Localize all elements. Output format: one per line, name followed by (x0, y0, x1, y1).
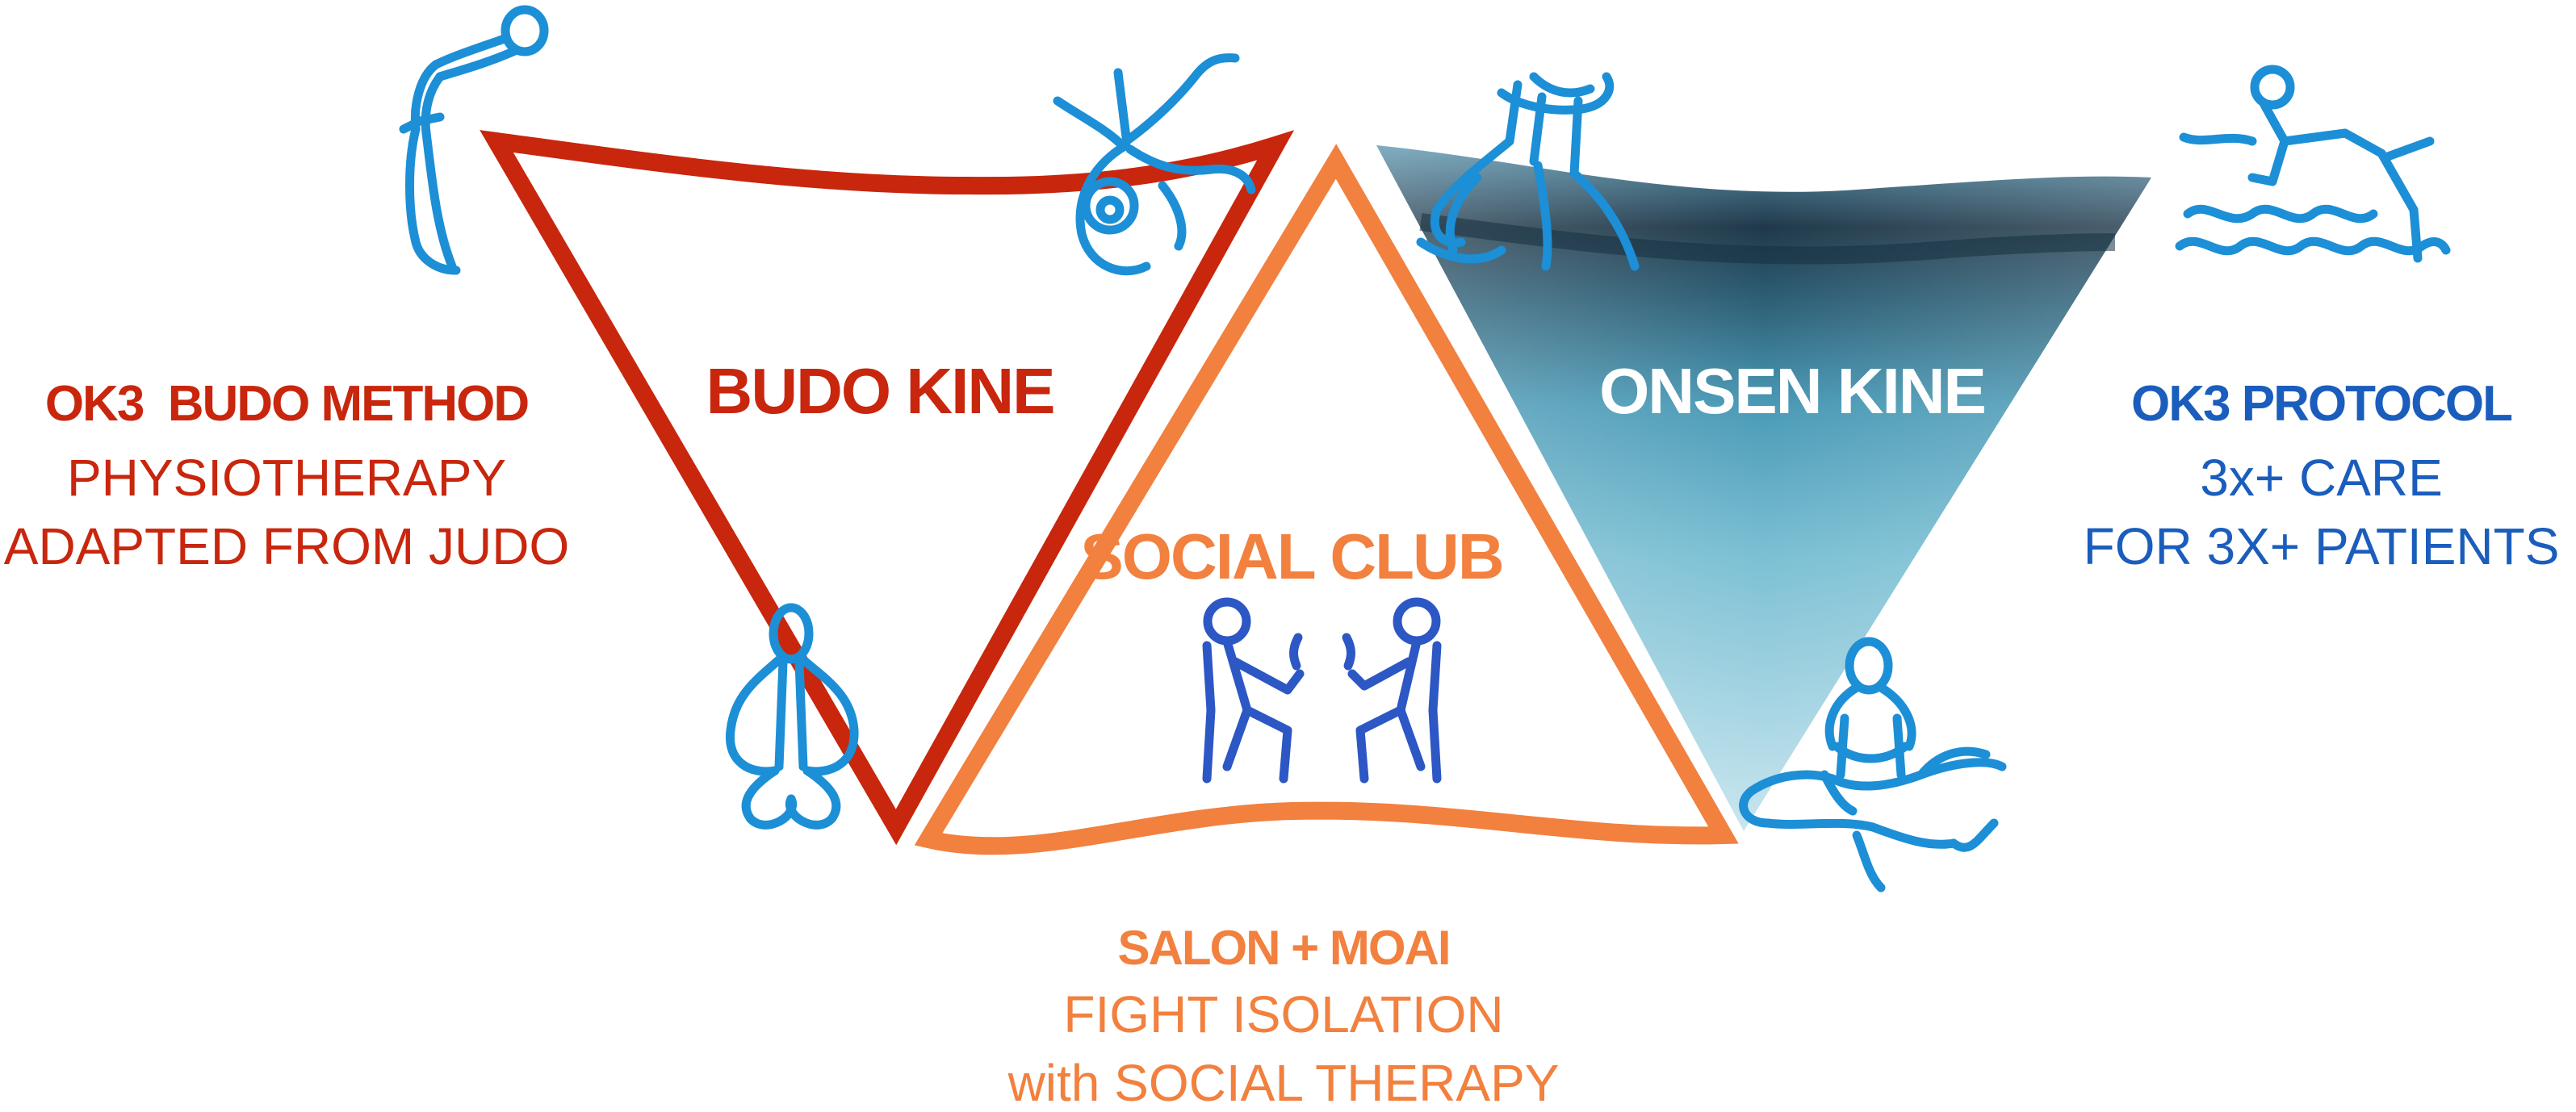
onsen-kine-label: ONSEN KINE (1566, 359, 2018, 424)
salon-moai-heading: SALON + MOAI (969, 924, 1598, 972)
onsen-triangle (1376, 145, 2151, 831)
social-club-label: SOCIAL CLUB (1033, 525, 1550, 589)
protocol-line-1: 3x+ CARE (2067, 452, 2576, 504)
protocol-heading: OK3 PROTOCOL (2067, 379, 2576, 429)
budo-method-line-1: PHYSIOTHERAPY (0, 452, 573, 504)
two-people-talking-icon (1207, 602, 1437, 779)
budo-kine-label: BUDO KINE (678, 359, 1082, 424)
salon-moai-line-1: FIGHT ISOLATION (969, 989, 1598, 1040)
salon-moai-line-2: with SOCIAL THERAPY (969, 1057, 1598, 1109)
budo-method-heading: OK3 BUDO METHOD (0, 379, 573, 429)
protocol-line-2: FOR 3X+ PATIENTS (2067, 520, 2576, 572)
swimming-figure-icon (2180, 69, 2446, 258)
budo-method-line-2: ADAPTED FROM JUDO (0, 520, 573, 572)
budo-triangle (496, 141, 1275, 827)
